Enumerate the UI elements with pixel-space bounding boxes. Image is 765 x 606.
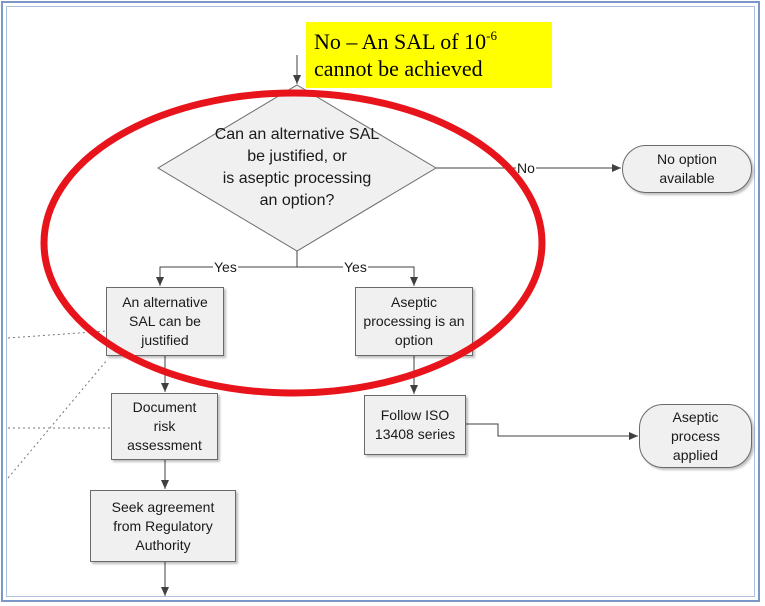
arrow-iso-to-applied: [466, 423, 638, 440]
callout-superscript: -6: [486, 28, 497, 43]
edge-label-yes-right: Yes: [343, 259, 368, 275]
callout-line-1: No – An SAL of 10-6: [314, 28, 544, 55]
terminal-aseptic-applied: Aseptic process applied: [639, 404, 752, 468]
slide-frame-inner: [6, 6, 755, 597]
arrow-yes-right: [297, 266, 418, 286]
decision-text: Can an alternative SAL be justified, or …: [214, 126, 380, 209]
callout-line-1-text: No – An SAL of 10: [314, 29, 487, 54]
edge-label-no: No: [516, 160, 536, 176]
box-alternative-sal: An alternative SAL can be justified: [106, 287, 224, 356]
box-follow-iso: Follow ISO 13408 series: [364, 395, 466, 455]
highlight-ellipse: [40, 89, 546, 397]
box-aseptic-option: Aseptic processing is an option: [355, 287, 473, 356]
terminal-no-option: No option available: [622, 145, 752, 193]
box-document-risk: Document risk assessment: [111, 393, 218, 460]
callout-line-2: cannot be achieved: [314, 56, 483, 81]
dotted-leader-diagonal: [7, 359, 108, 479]
box-seek-agreement: Seek agreement from Regulatory Authority: [90, 490, 236, 562]
edge-label-yes-left: Yes: [213, 259, 238, 275]
callout-no-sal: No – An SAL of 10-6 cannot be achieved: [306, 22, 552, 88]
dotted-leader-upper: [7, 330, 108, 339]
